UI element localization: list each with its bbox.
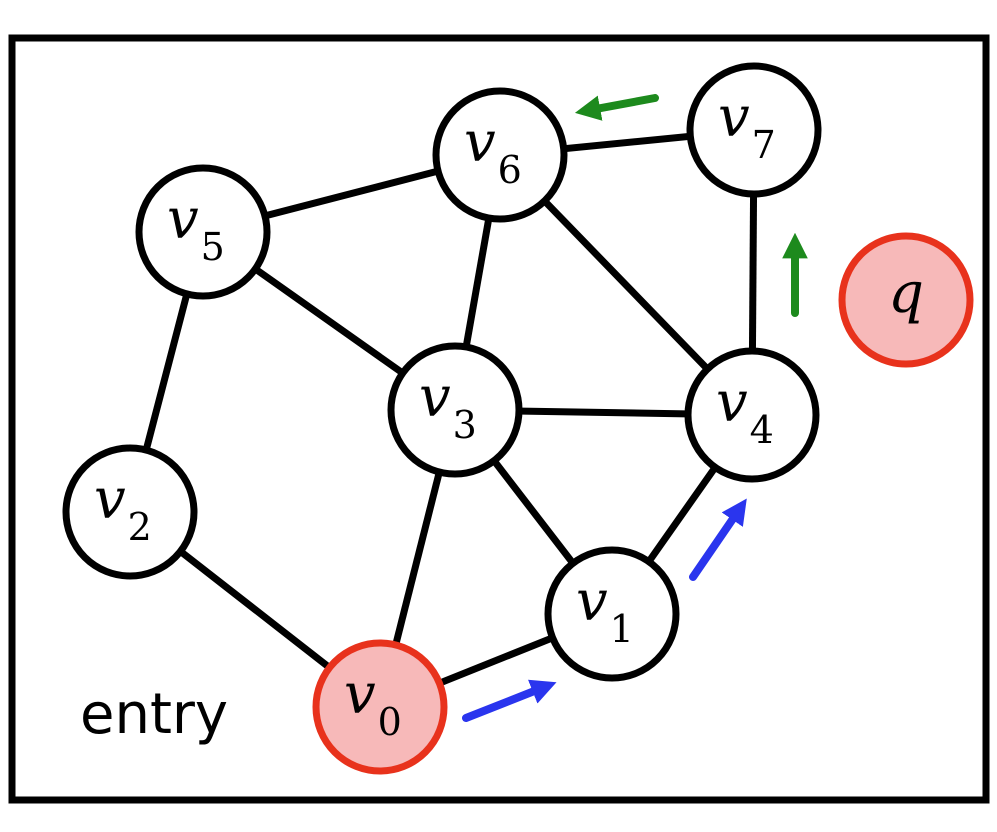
node-label-subscript: 3 (453, 403, 477, 447)
frame-border (8, 34, 990, 804)
node-circle (62, 444, 198, 580)
node-v5: v5 (135, 164, 271, 300)
node-circle (838, 232, 974, 368)
node-label-subscript: 2 (128, 505, 152, 549)
node-v3: v3 (387, 342, 523, 478)
node-label: v0 (344, 662, 402, 744)
node-circle (544, 546, 680, 682)
node-label-base: v (716, 370, 748, 435)
node-v0: v0 (312, 639, 448, 775)
node-label-base: v (94, 467, 126, 532)
node-label-subscript: 1 (610, 607, 634, 651)
node-circle (387, 342, 523, 478)
node-label-base: v (464, 110, 496, 175)
node-label: v5 (167, 187, 225, 269)
node-label-base: v (576, 569, 608, 634)
node-label: v1 (576, 569, 634, 651)
node-circle (432, 87, 568, 223)
entry-label: entry (80, 682, 228, 747)
node-v6: v6 (432, 87, 568, 223)
node-label-base: v (167, 187, 199, 252)
node-label-subscript: 5 (201, 225, 225, 269)
node-label: v6 (464, 110, 522, 192)
search-arrow-v0-v1 (462, 679, 557, 722)
node-label: v7 (718, 85, 776, 167)
node-v1: v1 (544, 546, 680, 682)
node-label-base: v (344, 662, 376, 727)
node-circle (686, 62, 822, 198)
search-arrow-v7-v6 (574, 94, 659, 121)
search-arrows-layer (462, 94, 808, 722)
node-circle (135, 164, 271, 300)
node-label-subscript: 4 (750, 408, 774, 452)
node-v2: v2 (62, 444, 198, 580)
node-label: v3 (419, 365, 477, 447)
node-v4: v4 (684, 347, 820, 483)
node-label-subscript: 7 (752, 123, 776, 167)
node-q: q (838, 232, 974, 368)
node-label: v4 (716, 370, 774, 452)
node-label: q (888, 261, 924, 326)
node-v7: v7 (686, 62, 822, 198)
node-label-base: v (718, 85, 750, 150)
node-label-subscript: 0 (378, 700, 402, 744)
node-circle (684, 347, 820, 483)
search-arrow-v1-v4 (689, 498, 747, 581)
node-label-base: v (419, 365, 451, 430)
node-circle (312, 639, 448, 775)
node-label-subscript: 6 (498, 148, 522, 192)
node-label: v2 (94, 467, 152, 549)
